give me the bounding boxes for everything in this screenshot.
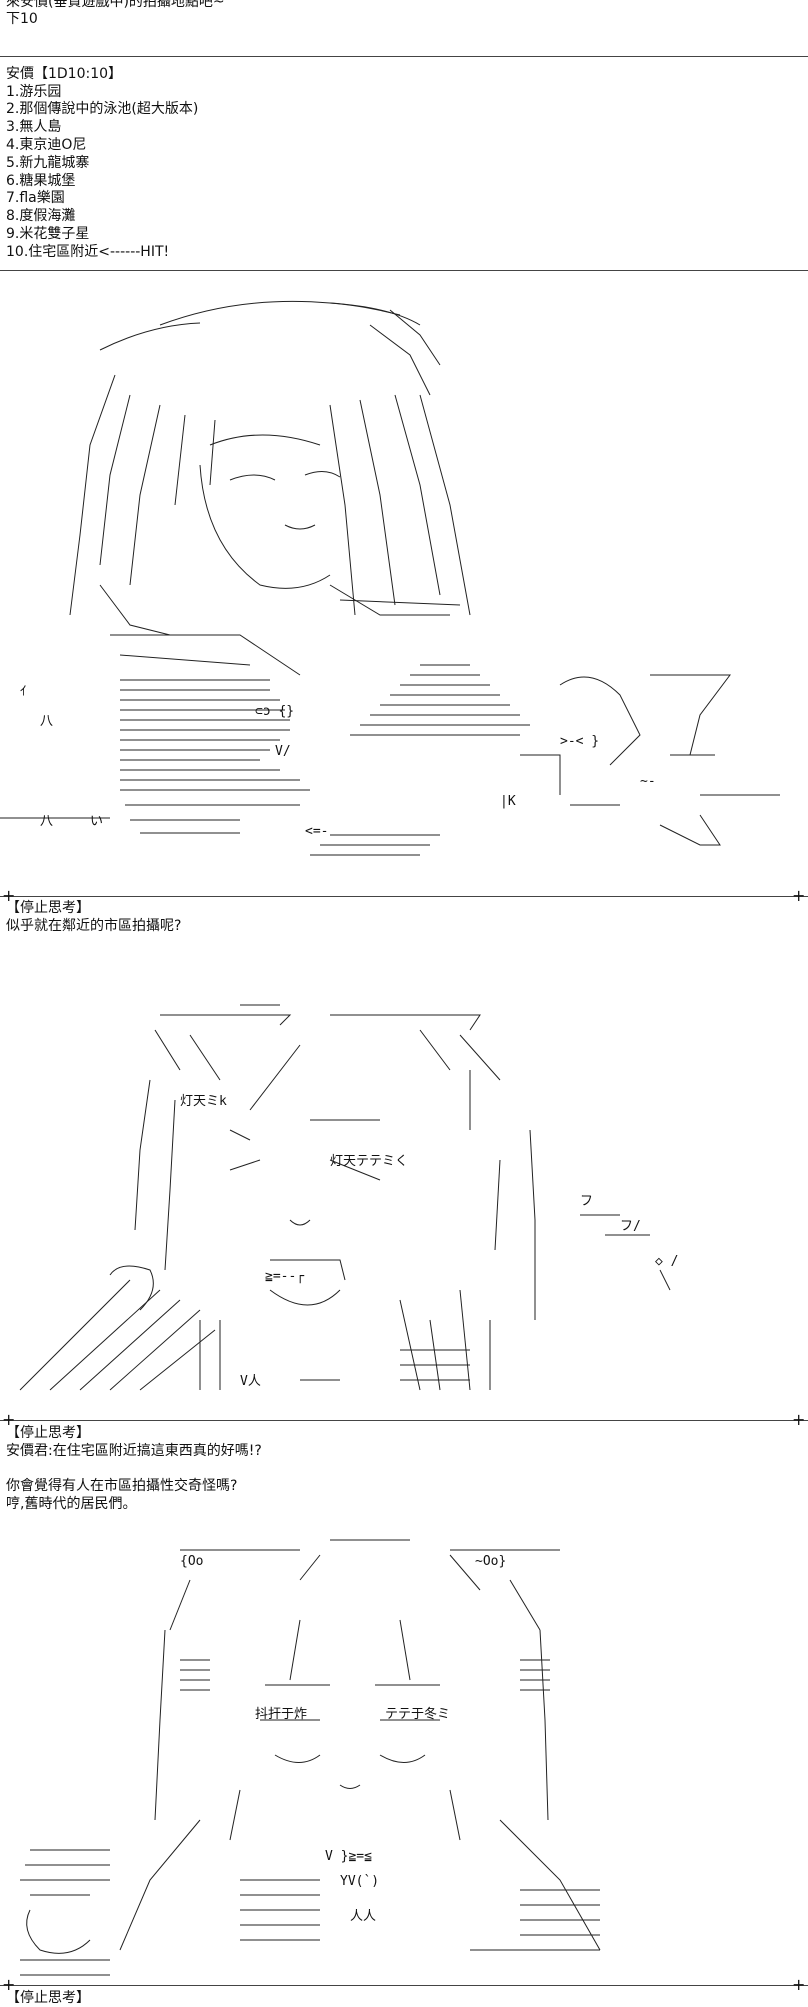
top-line-2: 下10 bbox=[6, 11, 38, 27]
svg-text:~Oo}: ~Oo} bbox=[475, 1554, 506, 1569]
aa-label: テテ于冬ミ bbox=[385, 1706, 450, 1722]
svg-text:◇ /: ◇ / bbox=[655, 1254, 678, 1269]
svg-text:人人: 人人 bbox=[350, 1909, 376, 1924]
svg-text:>-< }: >-< } bbox=[560, 734, 599, 749]
panel3-tag: 【停止思考】 bbox=[6, 1425, 90, 1441]
ascii-art-girl-smile: 灯天ミk 灯天テテミく ≧=-‐┌ ◇ / フ フ/ V人 bbox=[0, 990, 808, 1420]
svg-text:~-: ~- bbox=[640, 774, 656, 789]
svg-text:⊂ɔ {}: ⊂ɔ {} bbox=[255, 704, 294, 719]
panel3-line-2: 你會覺得有人在市區拍攝性交奇怪嗎? bbox=[6, 1478, 238, 1494]
divider bbox=[0, 896, 808, 897]
anka-option: 6.糖果城堡 bbox=[6, 173, 76, 189]
top-line-1: 來安價(垂賢遊戲中)的拍攝地點吧~ bbox=[6, 0, 225, 10]
svg-text:YV(`): YV(`) bbox=[340, 1874, 379, 1889]
panel3-line-1: 安價君:在住宅區附近搞這東西真的好嗎!? bbox=[6, 1443, 262, 1459]
crosshair-icon: + bbox=[792, 1410, 806, 1429]
svg-text:八: 八 bbox=[40, 814, 53, 829]
svg-text:V人: V人 bbox=[240, 1374, 261, 1389]
ascii-art-girl-closed-eyes: {Oo ~Oo} 抖扞于炸 テテ于冬ミ V }≧=≦ YV(`) 人人 bbox=[0, 1520, 808, 1990]
anka-option: 3.無人島 bbox=[6, 119, 62, 135]
crosshair-icon: + bbox=[2, 1410, 16, 1429]
svg-text:|K: |K bbox=[500, 794, 516, 809]
anka-header: 安價【1D10:10】 bbox=[6, 66, 123, 82]
anka-option: 9.米花雙子星 bbox=[6, 226, 90, 242]
ascii-art-girl-table: >-< } |K ~- ⊂ɔ {} V/ <=- ｲ 八 八 い bbox=[0, 285, 808, 885]
anka-option: 8.度假海灘 bbox=[6, 208, 76, 224]
svg-text:フ/: フ/ bbox=[620, 1219, 641, 1234]
svg-text:<=-: <=- bbox=[305, 824, 328, 839]
aa-label: 抖扞于炸 bbox=[255, 1707, 307, 1722]
anka-option: 2.那個傳說中的泳池(超大版本) bbox=[6, 101, 199, 117]
panel2-tag: 【停止思考】 bbox=[6, 900, 90, 916]
svg-text:フ: フ bbox=[580, 1194, 593, 1209]
anka-option: 4.東京迪O尼 bbox=[6, 137, 87, 153]
divider bbox=[0, 1420, 808, 1421]
anka-option: 7.fla樂園 bbox=[6, 190, 65, 206]
anka-option: 5.新九龍城寨 bbox=[6, 155, 90, 171]
svg-text:{Oo: {Oo bbox=[180, 1554, 203, 1569]
svg-text:八: 八 bbox=[40, 714, 53, 729]
aa-label: 灯天ミk bbox=[180, 1094, 227, 1109]
bottom-tag: 【停止思考】 bbox=[6, 1990, 90, 2006]
svg-text:ｲ: ｲ bbox=[20, 684, 27, 699]
divider bbox=[0, 270, 808, 271]
crosshair-icon: + bbox=[792, 1975, 806, 1994]
svg-text:い: い bbox=[90, 814, 103, 829]
divider bbox=[0, 1985, 808, 1986]
panel2-line: 似乎就在鄰近的市區拍攝呢? bbox=[6, 918, 182, 934]
svg-text:V }≧=≦: V }≧=≦ bbox=[325, 1849, 372, 1864]
divider bbox=[0, 56, 808, 57]
aa-label: 灯天テテミく bbox=[330, 1154, 408, 1169]
svg-text:≧=-‐┌: ≧=-‐┌ bbox=[265, 1269, 304, 1284]
crosshair-icon: + bbox=[792, 886, 806, 905]
svg-text:V/: V/ bbox=[275, 744, 291, 759]
panel3-line-3: 哼,舊時代的居民們。 bbox=[6, 1496, 137, 1512]
anka-option: 1.游乐园 bbox=[6, 84, 62, 100]
crosshair-icon: + bbox=[2, 886, 16, 905]
anka-option: 10.住宅區附近<------HIT! bbox=[6, 244, 170, 260]
crosshair-icon: + bbox=[2, 1975, 16, 1994]
